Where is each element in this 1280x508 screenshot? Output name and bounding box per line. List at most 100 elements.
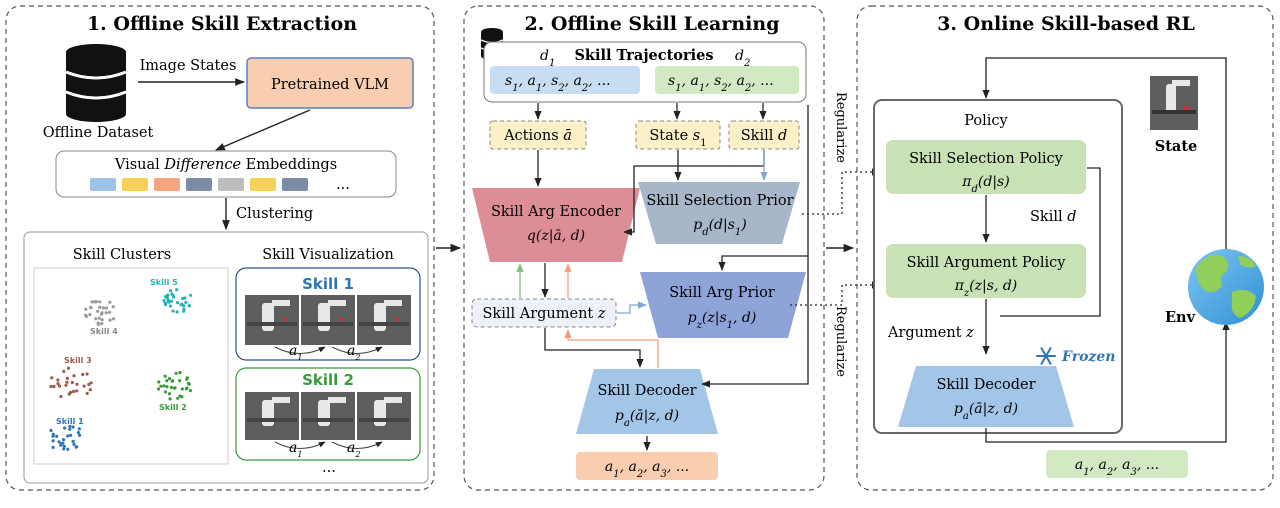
cluster-point bbox=[51, 439, 55, 443]
skill-decoder-frozen bbox=[898, 366, 1074, 427]
cluster-point bbox=[64, 383, 68, 387]
section3-output-seq: a1, a2, a3, ... bbox=[1075, 457, 1159, 478]
skill-clusters-title: Skill Clusters bbox=[73, 247, 172, 263]
cluster-point bbox=[66, 366, 70, 370]
decoder-title: Skill Decoder bbox=[597, 383, 696, 399]
cluster-point bbox=[77, 427, 81, 431]
cluster-point bbox=[98, 305, 102, 309]
cluster-point bbox=[169, 385, 173, 390]
skill-1-card-title: Skill 1 bbox=[302, 275, 354, 293]
cluster-point bbox=[176, 301, 180, 305]
cluster-point bbox=[56, 382, 60, 386]
cluster-point bbox=[85, 372, 89, 376]
cluster-point bbox=[176, 396, 180, 400]
skill-2-card-title: Skill 2 bbox=[302, 371, 354, 389]
cluster-point bbox=[75, 389, 79, 393]
cluster-point bbox=[169, 289, 173, 293]
vis-ellipsis: ... bbox=[322, 460, 336, 476]
cluster-point bbox=[69, 433, 73, 437]
cluster-point bbox=[186, 381, 191, 385]
section-3-title: 3. Online Skill-based RL bbox=[937, 13, 1195, 35]
cluster-point bbox=[75, 382, 79, 386]
cluster-point bbox=[72, 442, 76, 446]
cluster-point bbox=[188, 389, 192, 393]
cluster-point bbox=[71, 425, 75, 429]
cluster-point bbox=[162, 299, 166, 303]
cluster-label-skill2: Skill 2 bbox=[159, 403, 187, 412]
cluster-point bbox=[56, 378, 60, 382]
cluster-point bbox=[178, 371, 182, 375]
cluster-point bbox=[165, 379, 169, 383]
state-box bbox=[635, 120, 721, 150]
cluster-point bbox=[180, 395, 184, 399]
cluster-point bbox=[164, 301, 168, 305]
cluster-label-skill3: Skill 3 bbox=[64, 356, 92, 365]
section3-output-box bbox=[1046, 450, 1188, 478]
cluster-point bbox=[111, 305, 115, 309]
cluster-point bbox=[179, 303, 183, 307]
embedding-cells bbox=[90, 178, 308, 191]
cluster-point bbox=[100, 322, 104, 326]
cluster-point bbox=[87, 382, 91, 387]
cluster-point bbox=[50, 376, 54, 380]
cluster-point bbox=[94, 300, 98, 304]
pretrained-vlm-label: Pretrained VLM bbox=[271, 77, 389, 93]
embedding-cell bbox=[186, 178, 212, 191]
cluster-point bbox=[49, 428, 53, 433]
cluster-point bbox=[187, 304, 192, 308]
skill-d-label: Skill d bbox=[741, 128, 788, 144]
cluster-point bbox=[182, 307, 186, 311]
cluster-point bbox=[89, 305, 93, 309]
cluster-point bbox=[68, 427, 72, 431]
skill-arg-encoder bbox=[472, 188, 640, 262]
cluster-point bbox=[163, 374, 167, 378]
cluster-point bbox=[185, 386, 189, 390]
cluster-point bbox=[169, 299, 173, 303]
skill-d-box bbox=[728, 120, 800, 150]
cluster-point bbox=[100, 311, 104, 315]
cluster-point bbox=[61, 438, 66, 442]
arg-policy-formula: πz(z|s, d) bbox=[954, 278, 1018, 299]
cluster-point bbox=[159, 384, 163, 388]
cluster-point bbox=[84, 307, 88, 311]
cluster-point bbox=[171, 379, 175, 383]
argument-z-label: Argument z bbox=[887, 325, 974, 341]
cluster-point bbox=[157, 380, 161, 384]
cluster-point bbox=[101, 306, 105, 310]
cluster-point bbox=[167, 392, 172, 396]
arg-encoder-formula: q(z|ā, d) bbox=[527, 228, 585, 244]
cluster-point bbox=[108, 310, 112, 314]
cluster-point bbox=[94, 317, 98, 321]
skill-2-frames bbox=[245, 392, 411, 440]
cluster-point bbox=[66, 434, 70, 438]
regularize-label-top: Regularize bbox=[833, 92, 848, 163]
cluster-point bbox=[51, 445, 55, 449]
cluster-point bbox=[49, 384, 53, 389]
skill-d-label-3: Skill d bbox=[1030, 209, 1077, 225]
cluster-point bbox=[166, 293, 170, 297]
cluster-point bbox=[81, 372, 85, 377]
sel-prior-title: Skill Selection Prior bbox=[646, 193, 793, 209]
embedding-cell bbox=[218, 178, 244, 191]
cluster-point bbox=[82, 384, 86, 388]
section2-output-box bbox=[576, 452, 718, 480]
traj-seq-green bbox=[655, 66, 799, 94]
cluster-point bbox=[178, 379, 182, 383]
arg-prior-title: Skill Arg Prior bbox=[669, 285, 775, 301]
cluster-point bbox=[88, 388, 92, 392]
section-1-title: 1. Offline Skill Extraction bbox=[87, 13, 357, 35]
cluster-point bbox=[84, 313, 88, 317]
cluster-point bbox=[65, 376, 69, 380]
cluster-point bbox=[100, 318, 104, 322]
skill-selection-policy bbox=[886, 140, 1086, 194]
policy-label: Policy bbox=[964, 113, 1008, 129]
cluster-point bbox=[72, 374, 76, 378]
cluster-point bbox=[52, 384, 56, 389]
cluster-point bbox=[61, 441, 65, 445]
embedding-cell bbox=[154, 178, 180, 191]
embedding-cell bbox=[122, 178, 148, 191]
embedding-cell bbox=[250, 178, 276, 191]
cluster-point bbox=[183, 296, 187, 300]
cluster-point bbox=[96, 309, 100, 313]
